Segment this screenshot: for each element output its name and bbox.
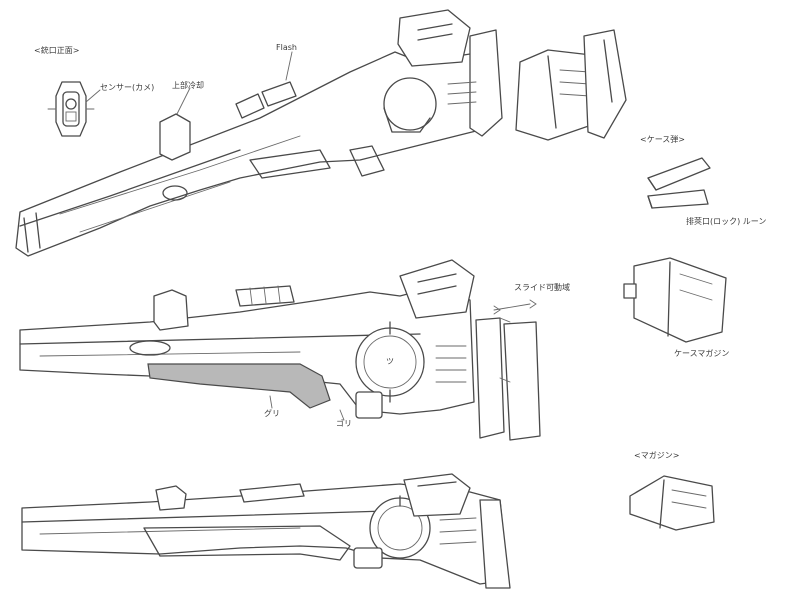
shell-note: 排莢口(ロック) ルーン xyxy=(686,217,767,226)
case-magazine-sketch xyxy=(623,257,727,343)
top-note: Flash xyxy=(276,43,297,52)
magazine-note: ケースマガジン xyxy=(674,349,730,358)
rifle-sketch-top xyxy=(15,9,627,257)
rifle-sketch-bottom xyxy=(21,473,511,589)
barrel-label: 上部冷却 xyxy=(172,81,204,90)
scope-label: センサー(カメ) xyxy=(100,83,155,92)
magazine-sketch xyxy=(629,475,715,531)
chamber-mark: ツ xyxy=(386,357,394,366)
magazine-title: <マガジン> xyxy=(634,451,680,460)
slide-note: スライド可動域 xyxy=(514,283,570,292)
trigger-note: ゴリ xyxy=(336,419,352,428)
muzzle-front-view-sketch xyxy=(47,51,293,137)
rifle-sketch-middle xyxy=(19,259,541,441)
front-view-title: <銃口正面> xyxy=(34,46,80,55)
grip-note: グリ xyxy=(264,409,280,418)
shell-sketch xyxy=(647,157,711,209)
shell-title: <ケース弾> xyxy=(640,135,686,144)
